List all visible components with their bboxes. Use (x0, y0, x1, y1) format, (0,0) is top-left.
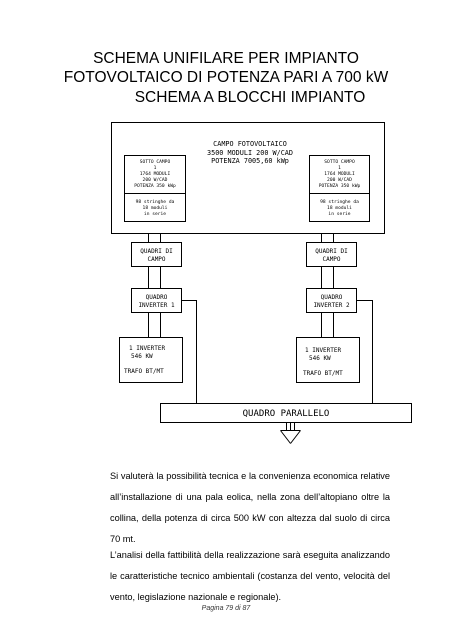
campo-title: CAMPO FOTOVOLTAICO (213, 140, 287, 148)
body-paragraph-1: Si valuterà la possibilità tecnica e la … (110, 471, 390, 544)
sottocampo-right-line: SOTTO CAMPO (324, 159, 355, 165)
sottocampo-right-line: POTENZA 350 kWp (319, 183, 361, 189)
inverter-left-power: 546 KW (131, 353, 153, 360)
sottocampo-left-stringhe: in serie (144, 211, 166, 217)
body-paragraph-2: L’analisi della fattibilità della realiz… (110, 550, 390, 602)
sottocampo-left-line: 200 W/CAD (143, 177, 168, 183)
sottocampo-right-stringhe: 98 stringhe da (320, 199, 359, 205)
quadri-campo-left-label: QUADRI DI (140, 248, 173, 255)
ground-icon (280, 422, 301, 444)
sottocampo-right-line: 200 W/CAD (327, 177, 352, 183)
page-subtitle: SCHEMA A BLOCCHI IMPIANTO (134, 89, 366, 106)
inverter-right-power: 546 KW (309, 355, 331, 362)
sottocampo-left-box (124, 155, 186, 222)
campo-potenza: POTENZA 7005,60 kWp (211, 157, 289, 165)
quadri-campo-left-label: CAMPO (147, 256, 165, 263)
sottocampo-left-stringhe: 98 stringhe da (136, 199, 175, 205)
campo-moduli: 3500 MODULI 200 W/CAD (207, 149, 293, 157)
trafo-left-label: TRAFO BT/MT (124, 368, 164, 375)
sottocampo-left-line: POTENZA 350 kWp (134, 183, 176, 189)
page-title-line-1: SCHEMA UNIFILARE PER IMPIANTO (93, 50, 359, 67)
sottocampo-left-stringhe: 18 moduli (143, 205, 168, 211)
quadri-campo-right-label: QUADRI DI (315, 248, 348, 255)
quadri-campo-left-box (131, 242, 182, 267)
inverter-left-box (119, 337, 183, 383)
inverter-right-box (296, 337, 360, 383)
sottocampo-right-stringhe: 18 moduli (327, 205, 352, 211)
inverter-right-label: 1 INVERTER (305, 347, 342, 354)
quadri-campo-right-label: CAMPO (322, 256, 340, 263)
trafo-right-label: TRAFO BT/MT (303, 370, 343, 377)
page-number: Pagina 79 di 87 (201, 605, 251, 612)
campo-fotovoltaico-box (111, 122, 385, 234)
quadri-campo-right-box (306, 242, 357, 267)
sottocampo-right-box (309, 155, 370, 222)
quadro-inverter-right-label: INVERTER 2 (313, 302, 350, 309)
sottocampo-right-line: 1764 MODULI (324, 171, 355, 177)
sottocampo-left-line: 1 (154, 165, 157, 171)
quadro-inverter-left-label: INVERTER 1 (138, 302, 175, 309)
inverter-left-label: 1 INVERTER (129, 345, 166, 352)
quadro-parallelo-label: QUADRO PARALLELO (243, 409, 330, 419)
quadro-inverter-right-label: QUADRO (321, 294, 343, 301)
sottocampo-right-stringhe: in serie (328, 211, 350, 217)
page-title-line-2: FOTOVOLTAICO DI POTENZA PARI A 700 kW (63, 69, 389, 86)
quadro-inverter-left-label: QUADRO (146, 294, 168, 301)
sottocampo-left-line: 1764 MODULI (140, 171, 171, 177)
sottocampo-right-line: 1 (338, 165, 341, 171)
sottocampo-left-line: SOTTO CAMPO (140, 159, 171, 165)
block-diagram: CAMPO FOTOVOLTAICO 3500 MODULI 200 W/CAD… (111, 122, 412, 444)
